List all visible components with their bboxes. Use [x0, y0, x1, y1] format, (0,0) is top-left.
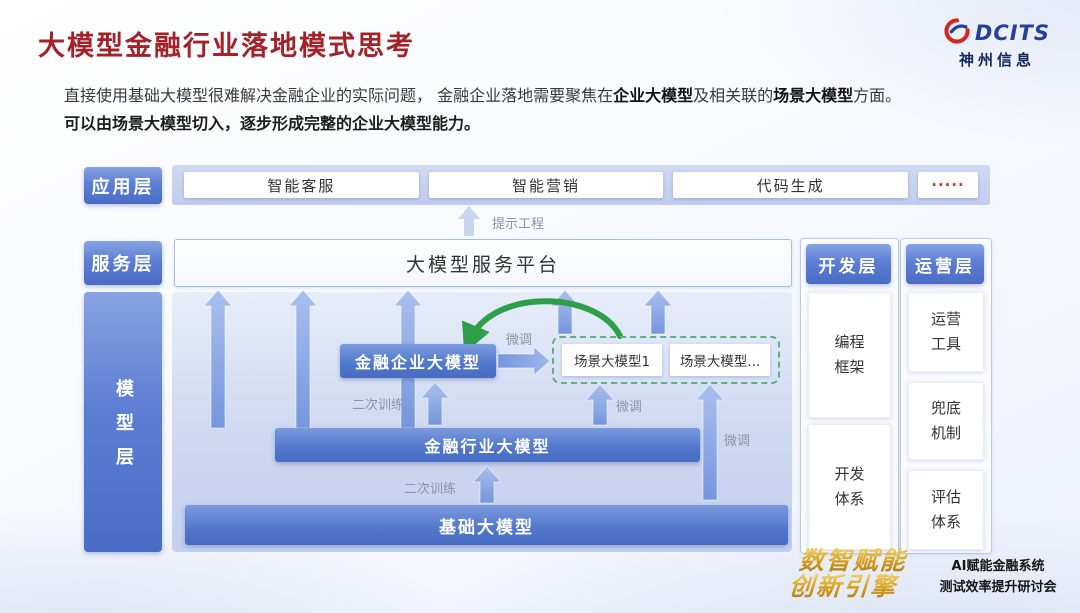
ops-item-evaluation: 评估体系 [908, 470, 984, 550]
logo-company-text: 神州信息 [958, 51, 1035, 69]
footer-slogan: 数智赋能 创新引擎 [788, 546, 908, 601]
up-arrow-icon [287, 289, 319, 429]
model-layer-label: 模型层 [84, 292, 162, 552]
prompt-arrow-icon [458, 206, 480, 240]
intro-line-1: 直接使用基础大模型很难解决金融企业的实际问题， 金融企业落地需要聚焦在企业大模型… [64, 82, 1024, 110]
up-arrow-icon [471, 465, 503, 504]
intro-bold-scenario: 场景大模型 [773, 86, 854, 105]
app-item-codegen: 代码生成 [673, 172, 909, 198]
page-title: 大模型金融行业落地模式思考 [38, 31, 415, 62]
app-item-marketing: 智能营销 [428, 172, 664, 198]
scenario-models-group: 场景大模型1 场景大模型... [552, 336, 780, 384]
retrain-label-bottom: 二次训练 [404, 482, 457, 497]
intro-seg: 直接使用基础大模型很难解决金融企业的实际问题， 金融企业落地需要聚焦在 [64, 86, 614, 105]
enterprise-model-box: 金融企业大模型 [340, 344, 496, 378]
footer-event: AI赋能金融系统 测试效率提升研讨会 [938, 557, 1058, 599]
up-arrow-icon [549, 289, 581, 335]
up-arrow-icon [642, 289, 674, 335]
ops-item-tools: 运营工具 [908, 292, 984, 372]
retrain-label-top: 二次训练 [352, 398, 405, 413]
dcits-logo: DCITS 神州信息 [944, 18, 1050, 70]
industry-model-box: 金融行业大模型 [275, 428, 700, 462]
ops-layer-label: 运营层 [906, 244, 984, 284]
up-arrow-icon [202, 289, 234, 429]
intro-seg: 方面。 [853, 86, 902, 105]
scenario-model-1-box: 场景大模型1 [562, 344, 662, 376]
service-platform-box: 大模型服务平台 [174, 239, 792, 287]
up-arrow-icon [419, 381, 451, 426]
scenario-model-more-box: 场景大模型... [670, 344, 770, 376]
up-arrow-icon [584, 383, 616, 426]
application-row: 智能客服 智能营销 代码生成 ····· [172, 165, 990, 205]
intro-line-2: 可以由场景大模型切入，逐步形成完整的企业大模型能力。 [64, 114, 481, 133]
intro-seg: 及相关联的 [693, 86, 774, 105]
dev-item-dev-system: 开发体系 [808, 424, 891, 550]
dev-layer-label: 开发层 [806, 244, 891, 284]
finetune-curve-arrow-icon [462, 298, 623, 354]
dev-item-text: 编程框架 [834, 332, 865, 377]
ops-item-text: 兜底机制 [930, 398, 961, 443]
app-item-more: ····· [918, 172, 979, 198]
ops-item-text: 运营工具 [930, 309, 961, 354]
up-arrow-icon [694, 383, 726, 501]
app-layer-label: 应用层 [84, 167, 162, 204]
right-arrow-icon [497, 345, 551, 377]
dev-item-text: 开发体系 [834, 464, 865, 509]
finetune-label-green: 微调 [506, 333, 533, 348]
dev-item-programming-framework: 编程框架 [808, 292, 891, 418]
event-line-1: AI赋能金融系统 [951, 559, 1045, 574]
flow-arrows [202, 289, 726, 504]
intro-text: 直接使用基础大模型很难解决金融企业的实际问题， 金融企业落地需要聚焦在企业大模型… [64, 82, 1024, 138]
app-item-customer-service: 智能客服 [184, 172, 419, 198]
dcits-logo-icon [944, 18, 970, 48]
ops-item-fallback: 兜底机制 [908, 382, 984, 460]
logo-brand-text: DCITS [974, 21, 1050, 45]
slogan-line-2: 创新引擎 [788, 572, 906, 601]
base-model-box: 基础大模型 [185, 505, 788, 545]
event-line-2: 测试效率提升研讨会 [939, 579, 1057, 595]
intro-bold-enterprise: 企业大模型 [613, 86, 694, 105]
finetune-label-mid: 微调 [616, 400, 643, 415]
finetune-label-right: 微调 [724, 434, 751, 449]
ops-item-text: 评估体系 [930, 487, 961, 532]
slogan-line-1: 数智赋能 [797, 546, 908, 575]
prompt-engineering-label: 提示工程 [492, 217, 545, 232]
service-layer-label: 服务层 [84, 241, 162, 285]
